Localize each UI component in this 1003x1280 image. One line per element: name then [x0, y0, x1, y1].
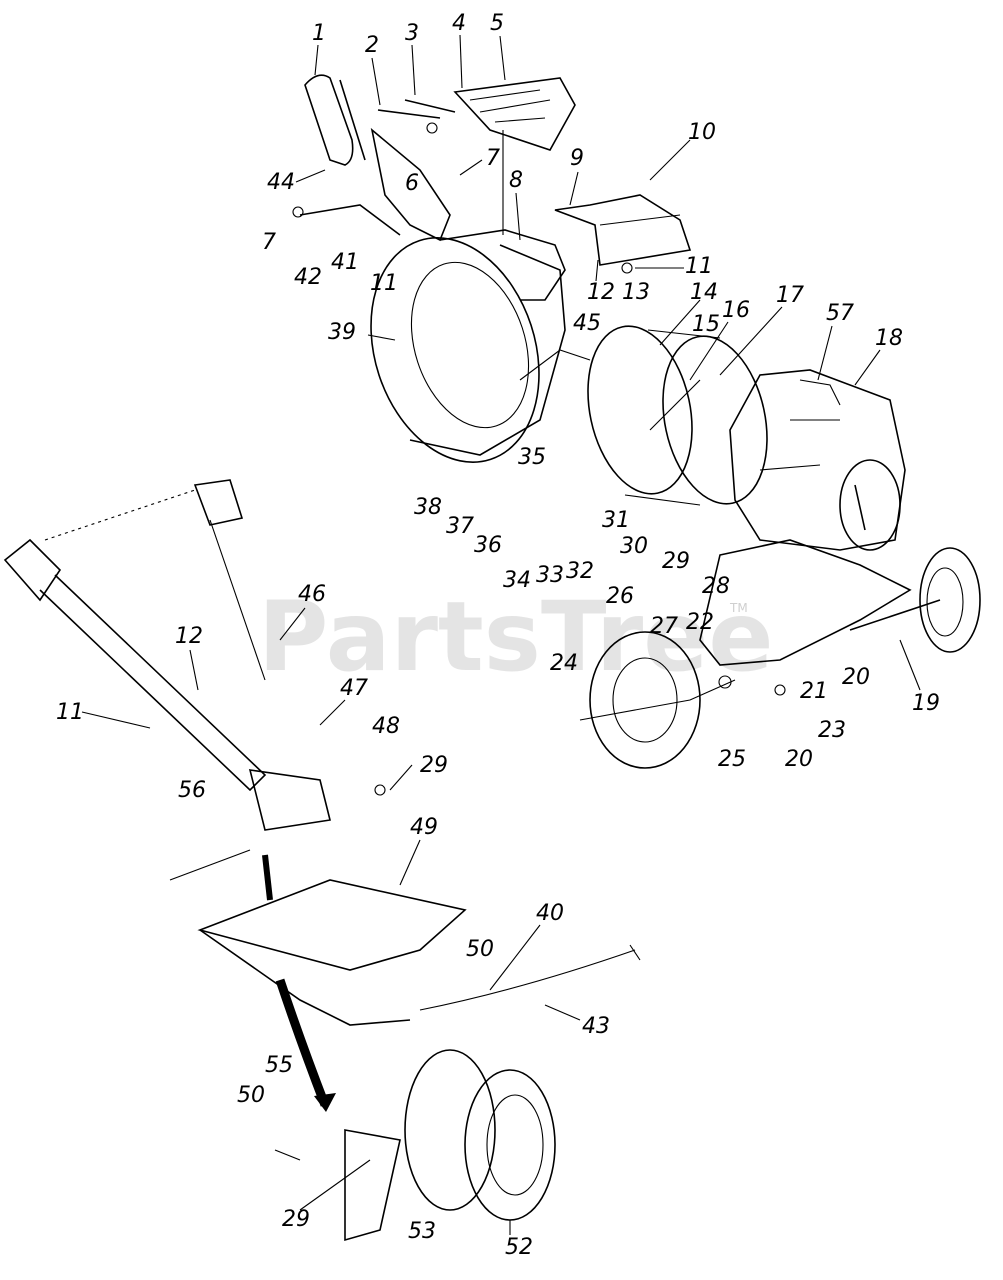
callout-35: 35 [518, 445, 546, 470]
callout-31: 31 [602, 508, 630, 533]
callout-15: 15 [692, 312, 720, 337]
callout-11-top: 11 [685, 254, 713, 279]
watermark-trademark: TM [729, 601, 748, 615]
callout-9: 9 [570, 146, 584, 171]
callout-24: 24 [550, 651, 578, 676]
callout-52: 52 [505, 1235, 533, 1260]
callout-1: 1 [312, 21, 326, 46]
callout-44: 44 [267, 170, 295, 195]
callout-7-right: 7 [486, 146, 500, 171]
callout-11-left: 11 [56, 700, 84, 725]
callout-5: 5 [490, 11, 504, 36]
callout-55: 55 [265, 1053, 293, 1078]
callout-36: 36 [474, 533, 502, 558]
callout-20-lower: 20 [785, 747, 813, 772]
watermark-text: PartsTree [258, 581, 773, 693]
engine [729, 369, 906, 551]
callout-16: 16 [722, 298, 750, 323]
callout-29-bottom: 29 [282, 1207, 310, 1232]
callout-2: 2 [365, 33, 379, 58]
callout-19: 19 [912, 691, 940, 716]
callout-17: 17 [776, 283, 804, 308]
callout-46: 46 [298, 582, 326, 607]
leader-lines [81, 34, 921, 1235]
callout-29-mid: 29 [420, 753, 448, 778]
callout-53: 53 [408, 1219, 436, 1244]
callout-40: 40 [536, 901, 564, 926]
callout-49: 49 [410, 815, 438, 840]
callout-50-left: 50 [237, 1083, 265, 1108]
callout-3: 3 [405, 21, 419, 46]
callout-42: 42 [294, 265, 322, 290]
handle-assembly [3, 479, 386, 881]
callout-47: 47 [340, 676, 368, 701]
callout-38: 38 [414, 495, 442, 520]
callout-13: 13 [622, 280, 650, 305]
callout-18: 18 [875, 326, 903, 351]
callout-48: 48 [372, 714, 400, 739]
callout-labels: 1 2 3 4 5 6 7 7 8 9 10 11 11 11 12 12 13… [56, 11, 940, 1260]
callout-50-right: 50 [466, 937, 494, 962]
callout-26: 26 [606, 584, 634, 609]
tine-wheel-large [370, 237, 591, 463]
callout-4: 4 [452, 11, 466, 36]
callout-25: 25 [718, 747, 746, 772]
callout-20-upper: 20 [842, 665, 870, 690]
callout-6: 6 [405, 171, 419, 196]
callout-11-mid: 11 [370, 271, 398, 296]
callout-28: 28 [702, 574, 730, 599]
callout-39: 39 [328, 320, 356, 345]
callout-22: 22 [686, 610, 714, 635]
tiller-shield [197, 854, 641, 1112]
callout-10: 10 [688, 120, 716, 145]
callout-56: 56 [178, 778, 206, 803]
callout-34: 34 [503, 568, 531, 593]
callout-45: 45 [573, 311, 601, 336]
frame-and-wheels [579, 539, 981, 769]
callout-37: 37 [446, 514, 474, 539]
callout-33: 33 [536, 563, 564, 588]
callout-12-left: 12 [175, 624, 203, 649]
callout-8: 8 [509, 168, 523, 193]
callout-27: 27 [650, 614, 678, 639]
callout-12-top: 12 [587, 280, 615, 305]
callout-14: 14 [690, 280, 718, 305]
callout-43: 43 [582, 1014, 610, 1039]
callout-32: 32 [566, 559, 594, 584]
callout-21: 21 [800, 679, 828, 704]
callout-41: 41 [331, 250, 359, 275]
drive-wheels [587, 325, 768, 506]
callout-23: 23 [818, 718, 846, 743]
callout-7-left: 7 [262, 230, 276, 255]
transmission-assembly [292, 74, 692, 301]
callout-30: 30 [620, 534, 648, 559]
callout-57: 57 [826, 301, 854, 326]
callout-29-top: 29 [662, 549, 690, 574]
